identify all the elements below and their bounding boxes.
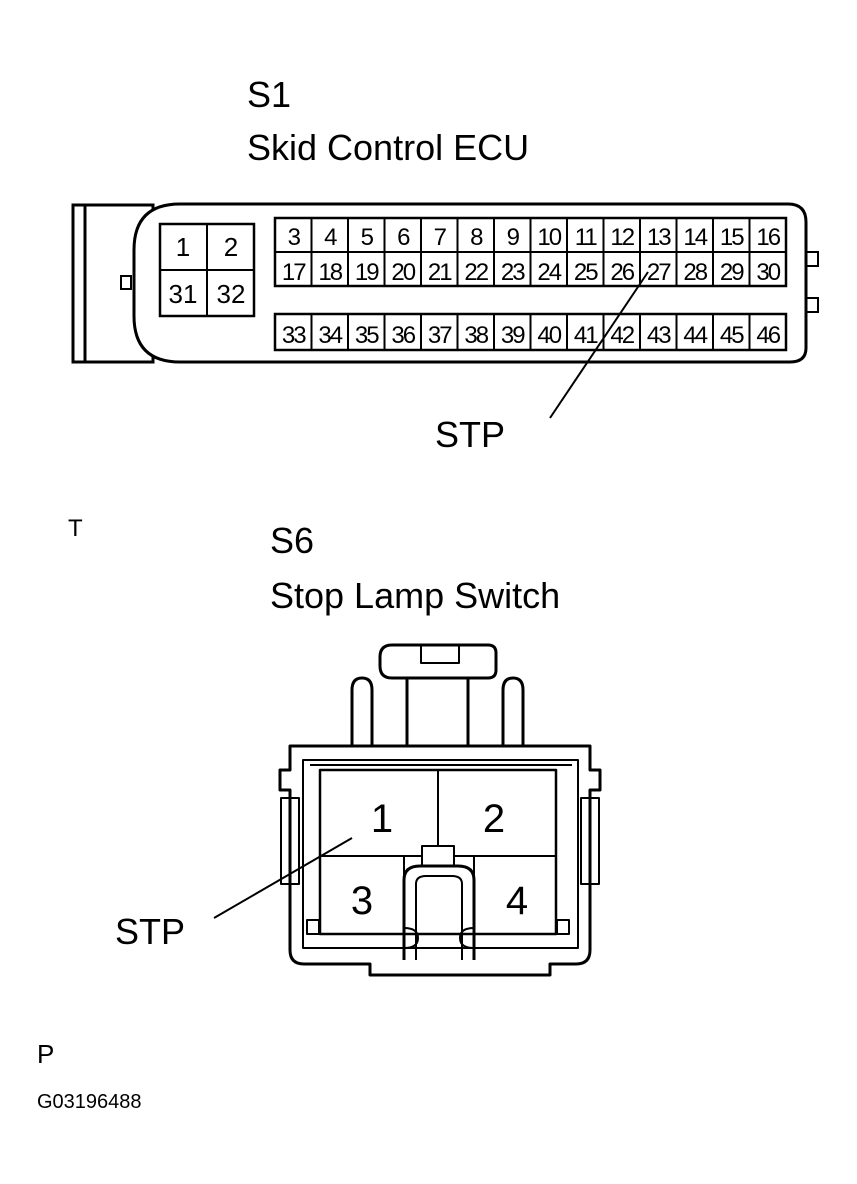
s1-pin-34: 34 (318, 322, 342, 349)
s1-pin-35: 35 (355, 322, 379, 349)
figure-code: G03196488 (37, 1091, 142, 1113)
s1-pin-38: 38 (464, 322, 488, 349)
s1-left-block-labels: 1 2 31 32 (169, 232, 246, 309)
s6-connector-body (278, 643, 602, 977)
s1-pin-43: 43 (647, 322, 671, 349)
s1-pin-1: 1 (176, 232, 190, 262)
s1-pin-7: 7 (434, 224, 447, 251)
s1-pin-32: 32 (217, 279, 246, 309)
s1-pin-26: 26 (610, 259, 634, 286)
s1-pin-46: 46 (756, 322, 780, 349)
s1-pin-3: 3 (288, 224, 301, 251)
s1-pin-37: 37 (428, 322, 452, 349)
s1-pin-15: 15 (720, 224, 744, 251)
s1-pin-21: 21 (428, 259, 452, 286)
s6-pin-3: 3 (351, 879, 373, 923)
s1-pin-41: 41 (574, 322, 598, 349)
s1-connector-id: S1 (247, 74, 291, 115)
s1-pin-18: 18 (318, 259, 342, 286)
s1-pin-40: 40 (537, 322, 561, 349)
s1-pin-8: 8 (470, 224, 483, 251)
s1-pin-24: 24 (537, 259, 561, 286)
s6-pin-1: 1 (371, 797, 393, 841)
s6-stp-callout: STP (115, 911, 185, 952)
s1-pin-10: 10 (537, 224, 561, 251)
s1-pin-20: 20 (391, 259, 415, 286)
s6-connector-name: Stop Lamp Switch (270, 575, 560, 616)
s1-pin-13: 13 (647, 224, 671, 251)
s1-pin-44: 44 (683, 322, 707, 349)
s1-pin-19: 19 (355, 259, 379, 286)
marker-t: T (68, 515, 83, 542)
s1-pin-16: 16 (756, 224, 780, 251)
s1-pin-9: 9 (507, 224, 520, 251)
s1-pin-42: 42 (610, 322, 634, 349)
s1-pin-30: 30 (756, 259, 780, 286)
s1-pin-27: 27 (647, 259, 671, 286)
s1-pin-6: 6 (397, 224, 410, 251)
s1-pin-31: 31 (169, 279, 198, 309)
s1-pin-45: 45 (720, 322, 744, 349)
s1-pin-33: 33 (282, 322, 306, 349)
s1-pin-28: 28 (683, 259, 707, 286)
s1-pin-25: 25 (574, 259, 598, 286)
s1-cell-dividers (310, 218, 751, 350)
s1-pin-36: 36 (391, 322, 415, 349)
s1-row-mid-labels: 17 18 19 20 21 22 23 24 25 26 27 28 29 30 (282, 259, 783, 286)
s1-row-bottom-labels: 33 34 35 36 37 38 39 40 41 42 43 44 45 46 (282, 322, 783, 349)
s6-pin-4: 4 (506, 879, 528, 923)
s1-connector-name: Skid Control ECU (247, 127, 529, 168)
s1-pin-23: 23 (501, 259, 525, 286)
s6-connector-id: S6 (270, 520, 314, 561)
s6-pin-2: 2 (483, 797, 505, 841)
s1-pin-39: 39 (501, 322, 525, 349)
s1-pin-22: 22 (464, 259, 488, 286)
s6-stp-leader-line (213, 837, 353, 919)
s1-pin-12: 12 (610, 224, 634, 251)
s1-pin-5: 5 (361, 224, 374, 251)
s1-pin-29: 29 (720, 259, 744, 286)
s1-stp-callout: STP (435, 414, 505, 455)
s1-pin-2: 2 (224, 232, 238, 262)
marker-p: P (37, 1039, 54, 1069)
s1-pin-14: 14 (683, 224, 707, 251)
s1-pin-17: 17 (282, 259, 306, 286)
s1-pin-4: 4 (324, 224, 337, 251)
s1-stp-leader-line (549, 271, 649, 419)
s1-pin-11: 11 (575, 224, 598, 251)
